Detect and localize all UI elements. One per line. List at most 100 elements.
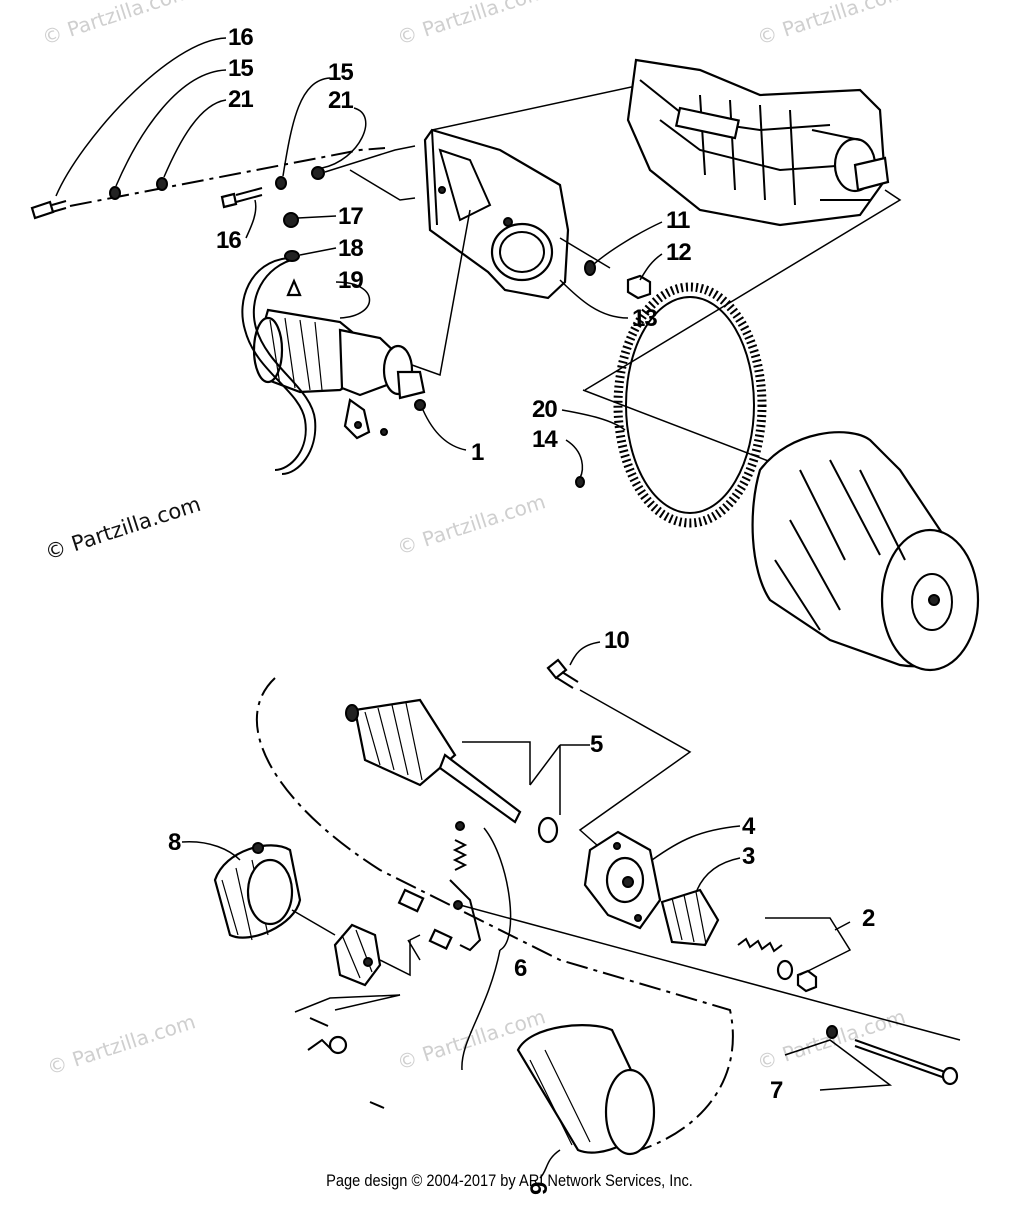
armature-shaft-end: [345, 704, 359, 722]
housing-shading: [529, 1049, 591, 1146]
leader-3: [696, 857, 741, 891]
armature-shaft: [438, 753, 522, 824]
leader-21a: [163, 99, 227, 178]
leader-16a: [55, 37, 227, 197]
centerline: [411, 209, 471, 377]
washer-21: [156, 177, 168, 191]
watermark: © Partzilla.com: [39, 0, 193, 50]
screw-14: [575, 476, 585, 488]
pinion-gear: [660, 888, 720, 947]
centerline: [294, 994, 401, 1013]
engine-fins: [699, 94, 796, 206]
bolt-16b-shank: [235, 194, 263, 203]
end-plate-bore: [622, 876, 634, 888]
leader-1: [422, 409, 467, 451]
brush-spring: [452, 839, 468, 871]
ring-gear-inner: [625, 296, 755, 514]
bolt-washer-group: [30, 37, 416, 239]
leader-20: [561, 409, 626, 431]
callout-4: 4: [742, 813, 756, 840]
leader-5: [462, 741, 531, 785]
spring-washer: [776, 959, 794, 981]
small-screw: [369, 1101, 385, 1109]
centerline: [584, 189, 902, 391]
callout-9: 9: [526, 1182, 553, 1195]
leader-2: [834, 921, 851, 931]
engine-detail: [811, 129, 870, 201]
callout-13: 13: [632, 305, 657, 332]
leader-15b: [282, 77, 331, 177]
centerline: [459, 904, 961, 1041]
centerline: [559, 237, 611, 269]
starter-mount-hole: [380, 428, 388, 436]
cable-eyelet-18: [284, 250, 300, 262]
brush-lead: [449, 879, 482, 952]
washer-15b: [275, 176, 287, 190]
end-plate-4: [583, 825, 741, 930]
leader-15a: [115, 69, 227, 187]
washer-11: [584, 260, 596, 276]
bolt-16b-head: [220, 192, 238, 209]
starter-pinion-nose: [414, 399, 426, 411]
bolt-16-shank: [51, 207, 67, 213]
through-bolt-7: [784, 1025, 959, 1091]
cable-19: [241, 257, 307, 471]
engine-outline: [626, 58, 887, 227]
end-cap-8: [181, 841, 336, 941]
starter-mount-tab: [343, 398, 371, 440]
bolt-10-shank: [561, 671, 579, 683]
brush-spring: [455, 821, 465, 831]
leader-9: [539, 1149, 561, 1179]
centerline: [578, 689, 692, 847]
leader-6: [483, 827, 512, 951]
leader-6: [461, 949, 501, 1071]
starter-mount-hole: [354, 421, 362, 429]
bracket-cutout: [438, 148, 492, 222]
starter-hatching: [269, 317, 323, 391]
leader-8: [181, 841, 241, 861]
callout-21: 21: [328, 87, 353, 114]
callout-21: 21: [228, 86, 253, 113]
bolt-16-head: [30, 200, 55, 220]
callout-3: 3: [742, 843, 755, 870]
engine-port: [674, 106, 740, 140]
leader-2: [765, 917, 852, 976]
leader-16b: [245, 199, 257, 239]
bracket-edge: [431, 129, 438, 226]
watermark: © Partzilla.com: [42, 492, 204, 565]
through-bolt-shank: [854, 1045, 946, 1079]
flywheel-hub: [911, 573, 953, 631]
leader-17: [297, 215, 337, 219]
armature: [345, 698, 590, 844]
centerline: [379, 934, 421, 977]
washer-21b: [311, 166, 325, 180]
armature-windings: [364, 702, 423, 781]
bolt-10: [546, 641, 692, 847]
end-cap-face: [246, 858, 294, 926]
callout-19: 19: [338, 267, 363, 294]
centerline: [324, 145, 416, 173]
starter-terminal: [286, 278, 302, 297]
small-clip-ring: [328, 1035, 348, 1055]
thrust-washer: [537, 816, 559, 844]
watermark: © Partzilla.com: [394, 489, 548, 560]
housing-opening: [604, 1068, 656, 1156]
callout-5: 5: [590, 731, 603, 758]
end-plate-hole: [613, 842, 621, 850]
bracket-hole: [438, 186, 446, 194]
leader-14: [565, 439, 584, 479]
callout-11: 11: [666, 207, 690, 234]
callout-16: 16: [228, 24, 253, 51]
callout-15: 15: [228, 55, 253, 82]
ring-gear-teeth: [613, 282, 767, 528]
field-housing-9: [516, 1024, 656, 1179]
bolt-10-shank: [556, 677, 574, 689]
callout-16: 16: [216, 227, 241, 254]
bracket-hole: [503, 217, 513, 227]
callout-14: 14: [532, 426, 558, 453]
watermark: © Partzilla.com: [754, 0, 908, 50]
nut-12: [626, 274, 652, 300]
callout-8: 8: [168, 829, 181, 856]
callout-6: 6: [514, 955, 527, 982]
end-cap-hole: [252, 842, 264, 854]
